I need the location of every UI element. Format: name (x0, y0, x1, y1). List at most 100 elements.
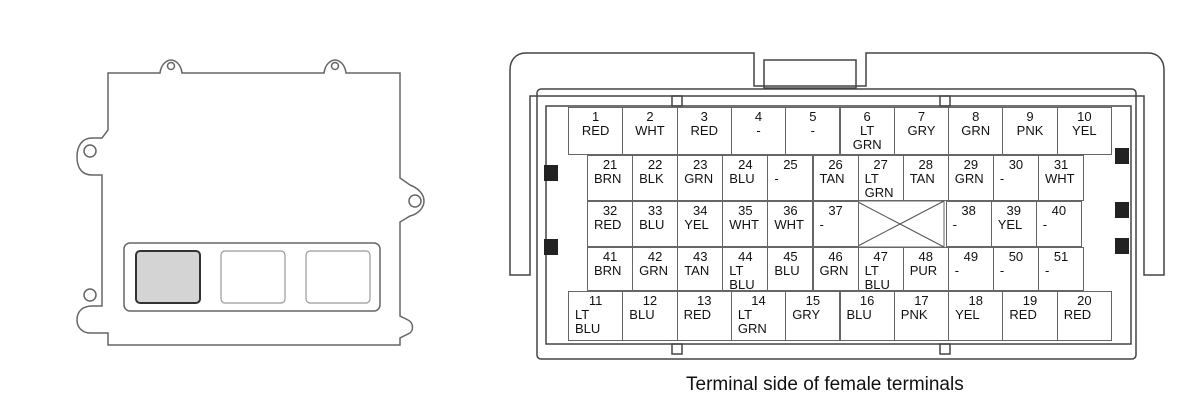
pin-38: 38- (945, 201, 992, 247)
pin-number: 45 (783, 249, 798, 264)
pin-number: 49 (963, 249, 979, 264)
pin-number: 3 (700, 109, 708, 124)
pin-37: 37- (812, 201, 859, 247)
pin-40: 40- (1035, 201, 1082, 247)
ecm-connector-slot-3[interactable] (305, 250, 371, 304)
pin-wire-color: TAN (909, 171, 935, 186)
pin-wire-color: - (1042, 217, 1048, 232)
pin-number: 23 (693, 157, 708, 172)
caption-text: Terminal side of female terminals (686, 374, 964, 395)
pin-number: 18 (968, 293, 983, 308)
pin-number: 20 (1077, 293, 1092, 308)
pin-wire-color: BRN (594, 171, 622, 186)
pin-number: 6 (863, 109, 871, 124)
pin-number: 22 (647, 157, 663, 172)
pin-wire-color: LT BLU (729, 263, 755, 292)
pin-5: 5- (785, 107, 841, 155)
pin-wire-color: GRY (792, 307, 821, 322)
pin-number: 35 (738, 203, 753, 218)
pin-wire-color: GRN (954, 171, 984, 186)
pin-wire-color: RED (683, 307, 712, 322)
pin-wire-color: WHT (1045, 171, 1075, 186)
pin-wire-color: TAN (684, 263, 710, 278)
pin-number: 39 (1006, 203, 1021, 218)
pin-wire-color: BLU (729, 171, 755, 186)
pin-number: 10 (1077, 109, 1092, 124)
pin-wire-color: - (1045, 263, 1050, 278)
pin-wire-color: - (954, 263, 960, 278)
pin-wire-color: GRN (819, 263, 849, 278)
pin-wire-color: RED (690, 123, 718, 138)
pin-number: 36 (783, 203, 798, 218)
pin-number: 40 (1051, 203, 1067, 218)
pin-wire-color: - (774, 171, 779, 186)
pin-number: 15 (805, 293, 821, 308)
pin-wire-color: BRN (594, 263, 622, 278)
pin-number: 27 (873, 157, 888, 172)
pin-51: 51- (1038, 247, 1085, 291)
pin-wire-color: PNK (900, 307, 928, 322)
pin-25: 25- (767, 155, 814, 201)
connector-housing (509, 52, 1165, 360)
pin-wire-color: LT GRN (737, 307, 767, 336)
pin-wire-color: RED (1063, 307, 1092, 322)
pin-wire-color: - (810, 123, 815, 138)
pin-wire-color: TAN (819, 171, 845, 186)
locking-tabs (544, 148, 1129, 255)
pin-number: 32 (602, 203, 618, 218)
pin-number: 5 (809, 109, 817, 124)
blocked-cavity (855, 200, 945, 248)
pin-number: 46 (828, 249, 843, 264)
pin-wire-color: LT GRN (864, 171, 894, 200)
ecm-connector-slot-2[interactable] (220, 250, 286, 304)
ecm-connector-selected[interactable] (135, 250, 201, 304)
pin-number: 38 (961, 203, 976, 218)
pin-wire-color: WHT (729, 217, 759, 232)
pin-wire-color: YEL (1072, 123, 1097, 138)
pin-wire-color: RED (581, 123, 610, 138)
pin-wire-color: GRN (639, 263, 668, 278)
pin-number: 43 (693, 249, 708, 264)
pin-number: 42 (647, 249, 663, 264)
pin-wire-color: PNK (1016, 123, 1044, 138)
pin-wire-color: RED (1009, 307, 1037, 322)
pin-number: 37 (828, 203, 843, 218)
pin-wire-color: BLK (639, 171, 664, 186)
pin-wire-color: BLU (639, 217, 665, 232)
pin-number: 9 (1026, 109, 1034, 124)
pin-wire-color: WHT (774, 217, 804, 232)
pin-number: 24 (738, 157, 753, 172)
pin-number: 50 (1008, 249, 1024, 264)
pin-wire-color: LT GRN (852, 123, 882, 152)
pin-30: 30- (992, 155, 1039, 201)
pin-wire-color: - (999, 171, 1005, 186)
pin-number: 25 (783, 157, 798, 172)
